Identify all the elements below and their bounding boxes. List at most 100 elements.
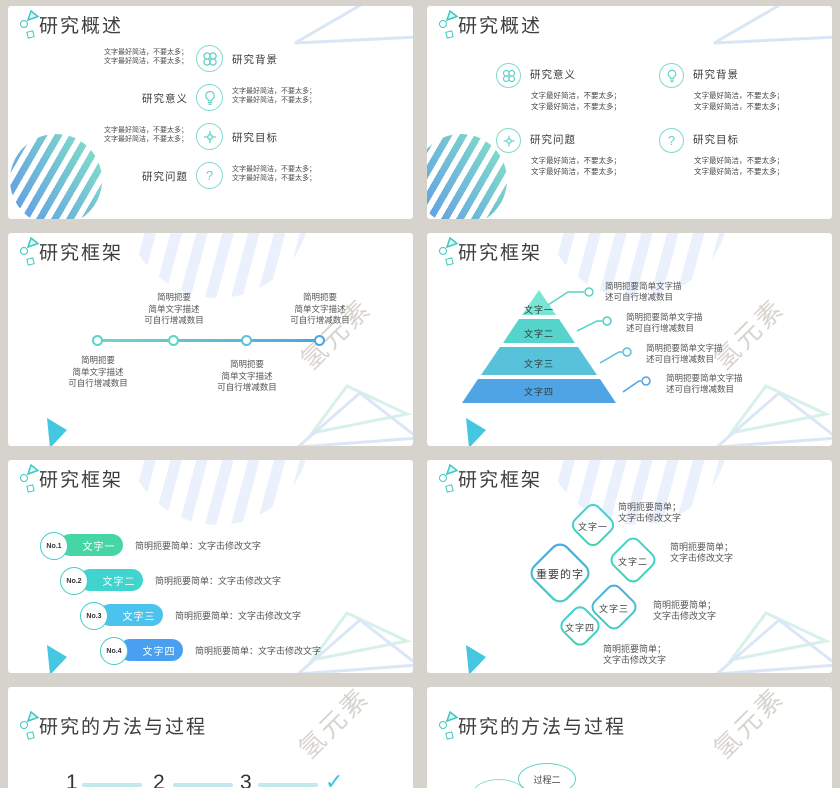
square-deco (445, 731, 454, 740)
timeline-caption: 简明扼要简单文字描述可自行增减数目 (144, 292, 204, 325)
process-bubble: 过程二 (518, 763, 576, 788)
timeline-node (314, 335, 325, 346)
square-deco (26, 257, 35, 266)
numbered-pill: 文字一 (59, 534, 123, 556)
slide-title-group: 研究框架 (439, 237, 543, 267)
circle-deco (20, 474, 28, 482)
slide-title-group: 研究概述 (20, 10, 124, 40)
pyramid-level-label: 文字二 (523, 329, 554, 339)
striped-sphere-faint (125, 460, 310, 525)
timeline-line (98, 339, 320, 342)
triangle-deco (446, 464, 458, 475)
square-deco (445, 30, 454, 39)
slide-title: 研究框架 (458, 243, 543, 264)
question-icon: ? (659, 128, 684, 153)
diamond-label: 文字三 (598, 604, 629, 614)
pill-desc: 简明扼要简单：文字击修改文字 (195, 646, 322, 656)
pyramid-level-label: 文字三 (523, 359, 554, 369)
triangle-solid-deco (47, 418, 67, 446)
item-label: 研究问题 (142, 172, 188, 183)
diamond-caption: 简明扼要简单；文字击修改文字 (653, 600, 717, 621)
slide-thumb-8[interactable]: 研究的方法与过程 过程二 (427, 687, 832, 788)
triangle-deco (27, 464, 39, 475)
slide-thumb-2[interactable]: 研究概述 研究意义 文字最好简洁，不要太多；文字最好简洁，不要太多； 研究背景 … (427, 6, 832, 219)
triangle-deco (27, 10, 39, 21)
square-deco (26, 484, 35, 493)
pyramid-level-label: 文字一 (523, 305, 554, 315)
filler-text: 文字最好简洁，不要太多；文字最好简洁，不要太多； (104, 126, 188, 143)
timeline-node (168, 335, 179, 346)
diamond-label: 文字一 (577, 522, 608, 532)
pill-number: No.4 (100, 637, 128, 665)
pill-desc: 简明扼要简单：文字击修改文字 (175, 611, 302, 621)
item-label: 研究意义 (142, 94, 188, 105)
circle-deco (20, 247, 28, 255)
circle-deco (20, 721, 28, 729)
slide-title: 研究的方法与过程 (458, 717, 627, 738)
slide-thumb-3[interactable]: 研究框架 简明扼要简单文字描述可自行增减数目 简明扼要简单文字描述可自行增减数目… (8, 233, 413, 446)
filler-text: 文字最好简洁，不要太多；文字最好简洁，不要太多； (694, 156, 784, 176)
item-label: 研究背景 (693, 70, 739, 81)
triangle-deco (446, 10, 458, 21)
slide-thumb-5[interactable]: 研究框架 No.1 文字一 简明扼要简单：文字击修改文字 No.2 文字二 简明… (8, 460, 413, 673)
timeline-caption: 简明扼要简单文字描述可自行增减数目 (290, 292, 350, 325)
pyramid-caption: 简明扼要简单文字描述可自行增减数目 (666, 373, 743, 394)
title-deco (439, 10, 458, 40)
diamond-caption: 简明扼要简单；文字击修改文字 (670, 542, 734, 563)
target-icon (196, 123, 223, 150)
circle-deco (439, 721, 447, 729)
title-deco (20, 10, 39, 40)
numbered-pill: 文字二 (79, 569, 143, 591)
pyramid-caption: 简明扼要简单文字描述可自行增减数目 (626, 312, 703, 333)
striped-sphere-faint (125, 233, 310, 298)
pill-desc: 简明扼要简单：文字击修改文字 (155, 576, 282, 586)
slide-thumb-7[interactable]: 研究的方法与过程 1 2 3 ✓ (8, 687, 413, 788)
item-label: 研究目标 (232, 133, 278, 144)
slide-thumb-4[interactable]: 研究框架 文字一 文字二 文字三 文字四 简明扼要简单文字描述可自行增减数目 简… (427, 233, 832, 446)
filler-text: 文字最好简洁，不要太多；文字最好简洁，不要太多； (531, 156, 621, 176)
timeline-node (92, 335, 103, 346)
title-deco (439, 237, 458, 267)
step-bar (258, 783, 318, 787)
lightbulb-icon (659, 63, 684, 88)
step-number: 3 (240, 771, 252, 788)
slide-title-group: 研究框架 (20, 464, 124, 494)
slide-title: 研究框架 (39, 470, 124, 491)
slide-thumb-1[interactable]: 研究概述 文字最好简洁，不要太多；文字最好简洁，不要太多； 研究背景 研究意义 … (8, 6, 413, 219)
title-deco (20, 237, 39, 267)
slide-thumb-6[interactable]: 研究框架 重要的字 文字一 文字二 文字三 文字四 简明扼要简单；文字击修改文字… (427, 460, 832, 673)
timeline-caption: 简明扼要简单文字描述可自行增减数目 (68, 355, 128, 388)
slide-title: 研究的方法与过程 (39, 717, 208, 738)
clover-icon (196, 45, 223, 72)
pill-desc: 简明扼要简单：文字击修改文字 (135, 541, 262, 551)
question-icon: ? (196, 162, 223, 189)
check-icon: ✓ (325, 769, 344, 788)
item-label: 研究背景 (232, 55, 278, 66)
timeline-caption: 简明扼要简单文字描述可自行增减数目 (217, 359, 277, 392)
triangle-deco (27, 711, 39, 722)
title-deco (20, 464, 39, 494)
triangle-deco (27, 237, 39, 248)
filler-text: 文字最好简洁，不要太多；文字最好简洁，不要太多； (104, 48, 188, 65)
clover-icon (496, 63, 521, 88)
filler-text: 文字最好简洁，不要太多；文字最好简洁，不要太多； (531, 91, 621, 111)
title-deco (439, 711, 458, 741)
slide-title-group: 研究的方法与过程 (20, 711, 208, 741)
pyramid-caption: 简明扼要简单文字描述可自行增减数目 (646, 343, 723, 364)
pyramid-caption: 简明扼要简单文字描述可自行增减数目 (605, 281, 682, 302)
filler-text: 文字最好简洁，不要太多；文字最好简洁，不要太多； (232, 87, 316, 104)
slide-title: 研究框架 (458, 470, 543, 491)
step-number: 1 (66, 771, 78, 788)
diamond-label: 文字四 (564, 623, 595, 633)
triangle-deco (446, 711, 458, 722)
slide-title: 研究概述 (39, 16, 124, 37)
diamond-caption: 简明扼要简单；文字击修改文字 (618, 502, 682, 523)
circle-deco (439, 247, 447, 255)
step-number: 2 (153, 771, 165, 788)
pill-number: No.3 (80, 602, 108, 630)
circle-deco (20, 20, 28, 28)
slide-title: 研究概述 (458, 16, 543, 37)
slide-title-group: 研究框架 (20, 237, 123, 267)
slide-title-group: 研究框架 (439, 464, 543, 494)
